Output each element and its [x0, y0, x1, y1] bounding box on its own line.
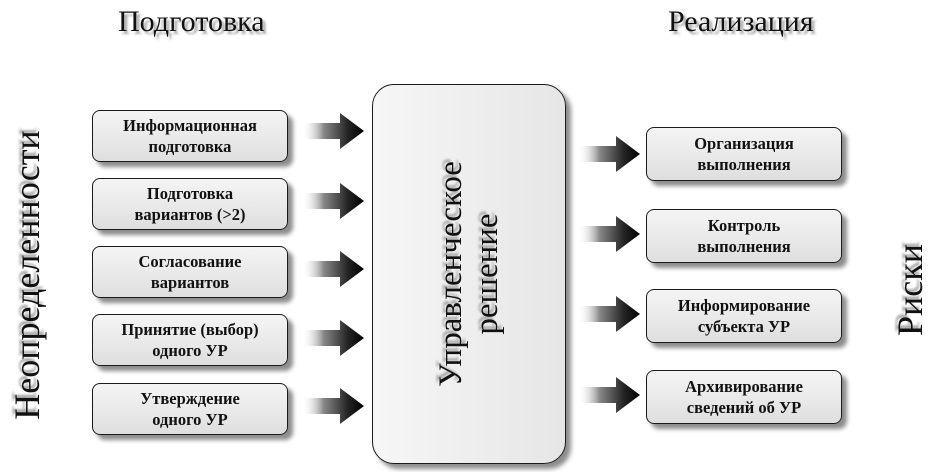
step-control-execution: Контроль выполнения — [646, 209, 842, 263]
arrow-right-icon — [302, 388, 364, 424]
management-decision-label: Управленческое решение — [433, 161, 505, 387]
arrow-right-icon — [578, 296, 640, 332]
step-agree-variants: Согласование вариантов — [92, 246, 288, 298]
arrow-right-icon — [578, 377, 640, 413]
step-label: Контроль выполнения — [697, 216, 791, 256]
step-approve-decision: Утверждение одного УР — [92, 383, 288, 435]
management-decision-box: Управленческое решение — [372, 84, 566, 464]
label-uncertainties: Неопределенности — [7, 130, 47, 420]
step-information-preparation: Информационная подготовка — [92, 110, 288, 162]
step-inform-subject: Информирование субъекта УР — [646, 289, 842, 343]
step-label: Информирование субъекта УР — [677, 296, 811, 336]
step-archive-info: Архивирование сведений об УР — [646, 370, 842, 424]
arrow-right-icon — [578, 136, 640, 172]
step-label: Организация выполнения — [694, 134, 794, 174]
arrow-right-icon — [302, 183, 364, 219]
label-risks: Риски — [890, 243, 930, 337]
step-prepare-variants: Подготовка вариантов (>2) — [92, 178, 288, 230]
step-label: Принятие (выбор) одного УР — [121, 320, 259, 360]
step-label: Архивирование сведений об УР — [685, 377, 803, 417]
arrow-right-icon — [302, 251, 364, 287]
step-label: Информационная подготовка — [123, 116, 257, 156]
step-select-decision: Принятие (выбор) одного УР — [92, 314, 288, 366]
arrow-right-icon — [302, 113, 364, 149]
step-organize-execution: Организация выполнения — [646, 127, 842, 181]
arrow-right-icon — [578, 216, 640, 252]
heading-implementation: Реализация — [668, 5, 814, 38]
step-label: Утверждение одного УР — [140, 389, 240, 429]
arrow-right-icon — [302, 320, 364, 356]
step-label: Подготовка вариантов (>2) — [134, 184, 246, 224]
step-label: Согласование вариантов — [138, 252, 242, 292]
heading-preparation: Подготовка — [118, 5, 265, 38]
